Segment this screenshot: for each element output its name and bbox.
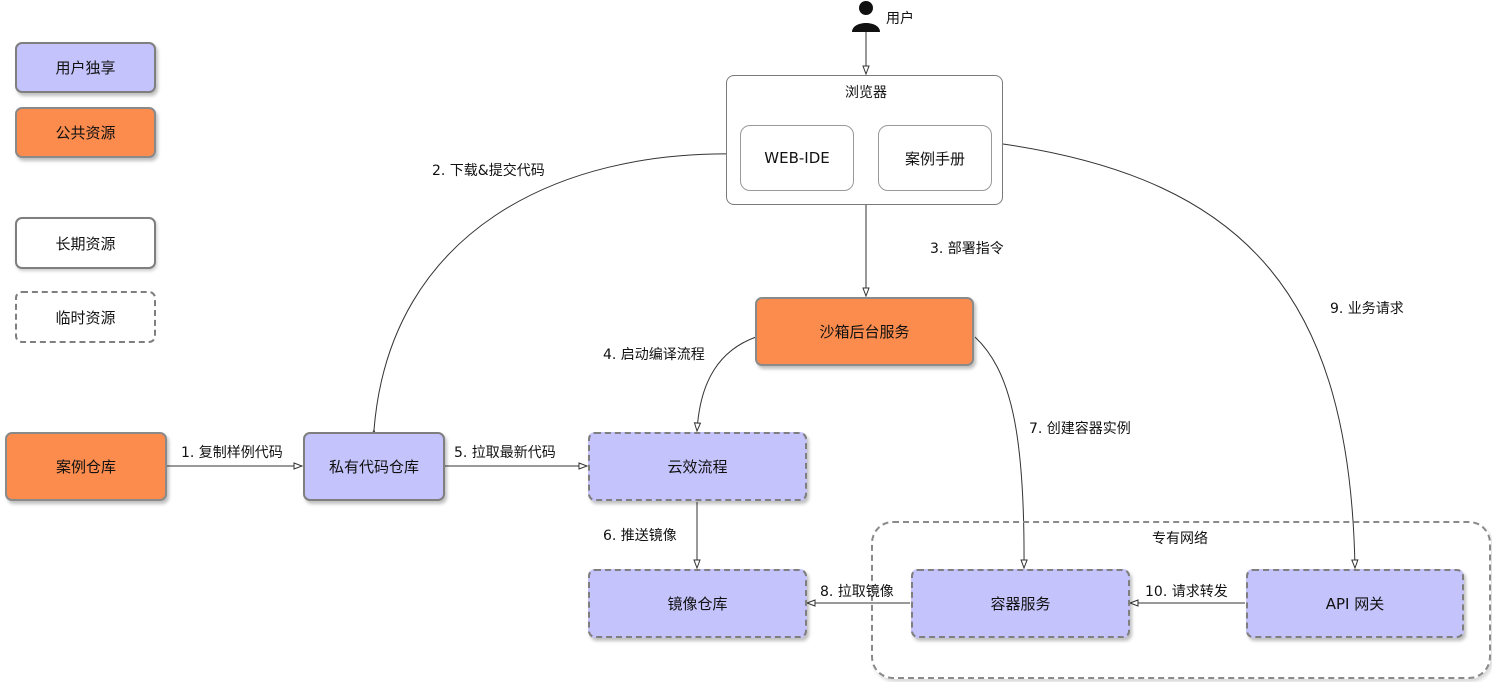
legend-temporary-label: 临时资源	[55, 308, 116, 327]
edge-7	[974, 336, 1024, 568]
image-repo-label: 镜像仓库	[667, 595, 728, 613]
sandbox-service-box: 沙箱后台服务	[755, 297, 974, 366]
web-ide-label: WEB-IDE	[764, 149, 830, 167]
legend-long-term: 长期资源	[15, 217, 156, 269]
legend-temporary: 临时资源	[15, 291, 156, 343]
web-ide-box: WEB-IDE	[740, 125, 854, 191]
edge-2	[374, 154, 738, 430]
edge-4	[697, 336, 757, 431]
api-gateway-label: API 网关	[1325, 595, 1385, 613]
edge-label-8: 8. 拉取镜像	[820, 584, 894, 600]
legend-long-term-label: 长期资源	[55, 234, 116, 253]
container-service-box: 容器服务	[911, 569, 1130, 638]
case-manual-box: 案例手册	[878, 125, 992, 191]
edge-label-2: 2. 下载&提交代码	[432, 163, 545, 179]
edge-label-10: 10. 请求转发	[1145, 584, 1228, 600]
case-manual-label: 案例手册	[904, 149, 965, 168]
edge-label-5: 5. 拉取最新代码	[454, 445, 556, 461]
private-repo-box: 私有代码仓库	[303, 432, 445, 501]
legend-user-exclusive-label: 用户独享	[55, 59, 116, 77]
case-repo-box: 案例仓库	[5, 432, 167, 501]
edge-label-9: 9. 业务请求	[1330, 301, 1404, 317]
edge-label-7: 7. 创建容器实例	[1029, 421, 1131, 437]
legend-public: 公共资源	[15, 107, 156, 158]
api-gateway-box: API 网关	[1246, 569, 1464, 638]
legend-public-label: 公共资源	[55, 124, 116, 142]
container-service-label: 容器服务	[990, 595, 1051, 613]
edge-label-1: 1. 复制样例代码	[181, 445, 283, 461]
edge-9	[1002, 143, 1355, 568]
yunxiao-flow-box: 云效流程	[588, 432, 807, 501]
vpc-title: 专有网络	[1152, 531, 1208, 547]
sandbox-service-label: 沙箱后台服务	[819, 323, 910, 341]
yunxiao-flow-label: 云效流程	[667, 458, 728, 476]
edge-label-6: 6. 推送镜像	[603, 528, 677, 544]
user-icon	[852, 1, 880, 32]
private-repo-label: 私有代码仓库	[328, 458, 419, 476]
case-repo-label: 案例仓库	[55, 458, 116, 476]
edge-label-4: 4. 启动编译流程	[603, 347, 705, 363]
edge-label-3: 3. 部署指令	[930, 241, 1004, 257]
browser-title: 浏览器	[845, 85, 887, 101]
image-repo-box: 镜像仓库	[588, 569, 807, 638]
user-label: 用户	[886, 11, 914, 27]
legend-user-exclusive: 用户独享	[15, 42, 156, 93]
vpc-group	[871, 521, 1491, 679]
